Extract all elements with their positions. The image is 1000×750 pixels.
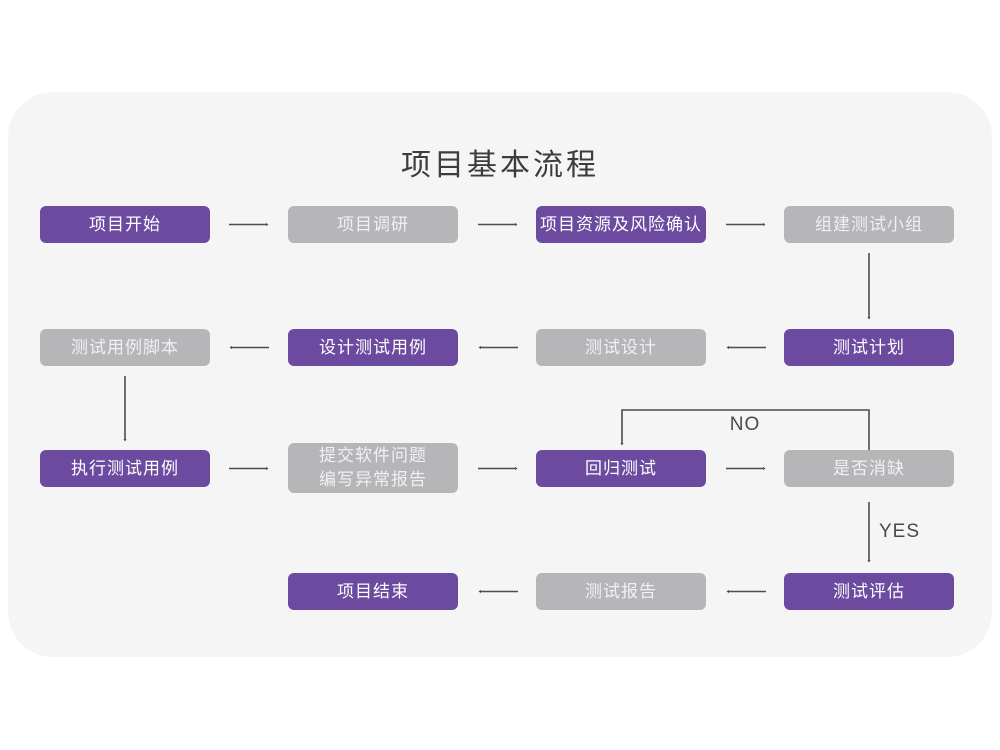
- node-project-end: 项目结束: [288, 573, 458, 610]
- node-test-evaluation: 测试评估: [784, 573, 954, 610]
- yes-branch-label: YES: [879, 521, 921, 542]
- no-branch-label: NO: [729, 414, 761, 435]
- node-test-plan: 测试计划: [784, 329, 954, 366]
- node-defect-cleared: 是否消缺: [784, 450, 954, 487]
- node-test-case-script: 测试用例脚本: [40, 329, 210, 366]
- node-test-design: 测试设计: [536, 329, 706, 366]
- node-resources-risk-confirm: 项目资源及风险确认: [536, 206, 706, 243]
- page-title: 项目基本流程: [401, 149, 599, 182]
- node-project-research: 项目调研: [288, 206, 458, 243]
- node-build-test-team: 组建测试小组: [784, 206, 954, 243]
- node-design-test-cases: 设计测试用例: [288, 329, 458, 366]
- node-regression-test: 回归测试: [536, 450, 706, 487]
- flowchart-card: [8, 92, 992, 657]
- node-test-report: 测试报告: [536, 573, 706, 610]
- node-execute-test-cases: 执行测试用例: [40, 450, 210, 487]
- node-submit-issues-report: 提交软件问题 编写异常报告: [288, 443, 458, 493]
- node-project-start: 项目开始: [40, 206, 210, 243]
